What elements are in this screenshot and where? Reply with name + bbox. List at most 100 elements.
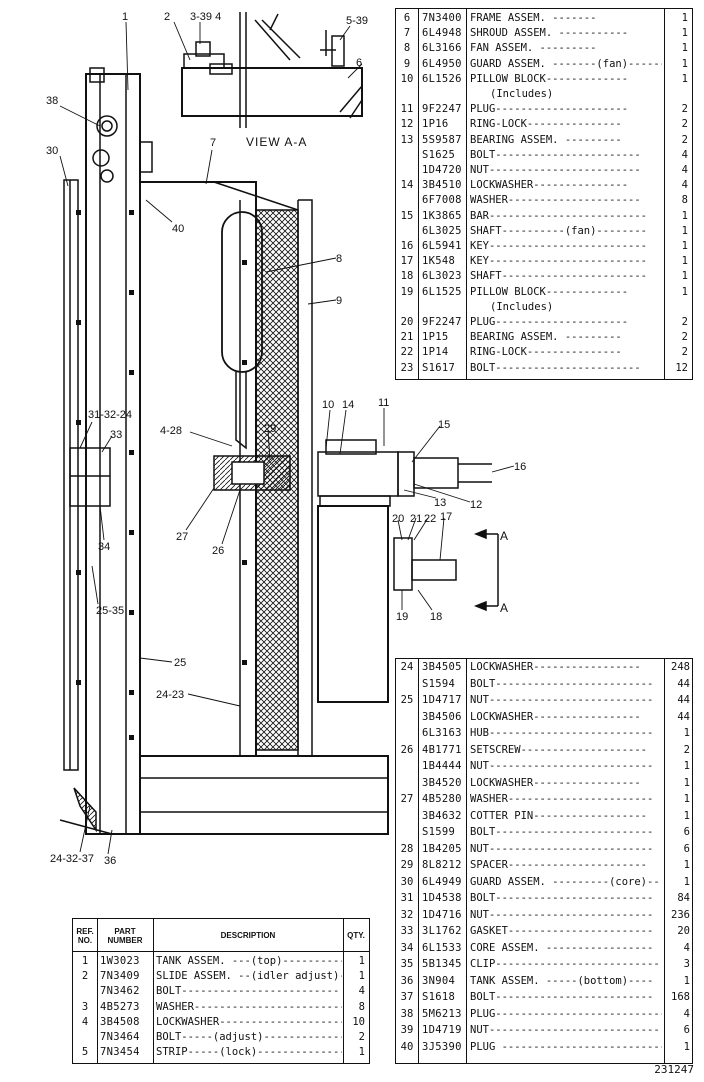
callout-16: 16	[514, 461, 526, 473]
cell-desc: COTTER PIN------------------	[470, 809, 648, 822]
cell-part: 4B5273	[100, 1000, 140, 1013]
callout-4-28: 4-28	[160, 425, 182, 437]
header-description: DESCRIPTION	[220, 931, 276, 940]
cell-part: 7N3409	[100, 970, 140, 983]
cell-part: S1594	[422, 677, 456, 690]
cell-ref: 31	[400, 892, 414, 904]
cell-desc: SETSCREW--------------------	[470, 743, 648, 756]
cell-desc: FRAME ASSEM. -------	[470, 12, 597, 24]
cell-part: 6L3023	[422, 270, 462, 283]
cell-ref: 37	[400, 991, 414, 1003]
cell-ref: 26	[400, 743, 414, 756]
cell-desc: LOCKWASHER------------------------	[156, 1015, 342, 1028]
cell-desc: (Includes)	[490, 300, 554, 313]
callout-5-39: 5-39	[346, 15, 368, 27]
cell-part: 3N904	[422, 974, 456, 987]
table-row: (Includes)	[396, 87, 692, 102]
cell-desc: WASHER-----------------------	[470, 793, 654, 805]
cell-qty: 2	[681, 346, 688, 359]
callout-18: 18	[430, 611, 442, 623]
callout-25-35: 25-35	[96, 605, 124, 617]
cell-part: 9F2247	[422, 103, 462, 116]
cell-desc: LOCKWASHER---------------	[470, 179, 629, 192]
cell-qty: 1	[681, 270, 688, 283]
pillow-block-assembly	[317, 439, 492, 703]
callout-3-39-4: 3-39 4	[190, 11, 221, 23]
cell-desc: PLUG --------------------------	[470, 1040, 662, 1053]
cell-ref: 33	[400, 925, 414, 937]
callout-29: 29	[264, 423, 276, 435]
cell-ref: 6	[403, 12, 411, 24]
callout-24-32-37: 24-32-37	[50, 853, 94, 865]
cell-part: 3B4505	[422, 661, 462, 673]
cell-desc: PILLOW BLOCK-------------	[470, 72, 629, 85]
cell-desc: BOLT-------------------------	[470, 991, 654, 1003]
callout-labels: 1 2 3-39 4 5-39 6 VIEW A-A 7 38 30 40 8 …	[46, 11, 526, 867]
cell-desc: GUARD ASSEM. ---------(core)--	[470, 875, 660, 888]
cell-qty: 1	[683, 776, 690, 789]
cell-desc: WASHER---------------------	[470, 194, 641, 207]
radiator-frame	[59, 67, 153, 835]
cell-qty: 1	[683, 875, 690, 888]
cell-desc: LOCKWASHER-----------------	[470, 776, 641, 789]
cell-qty: 1	[681, 72, 688, 85]
cell-part: 6F7008	[422, 194, 462, 207]
cell-qty: 1	[681, 240, 688, 252]
cell-ref: 8	[403, 42, 411, 55]
table-row: 43B4508LOCKWASHER-----------------------…	[73, 1015, 369, 1030]
cell-part: 1B4205	[422, 842, 462, 855]
cell-ref: 13	[400, 133, 414, 146]
cell-part: 6L4949	[422, 875, 462, 888]
cell-qty: 1	[681, 285, 688, 298]
cell-desc: CLIP--------------------------	[470, 958, 660, 970]
cell-desc: BOLT-------------------------	[470, 892, 654, 904]
cell-ref: 19	[400, 285, 414, 298]
cell-qty: 1	[358, 1046, 365, 1059]
cell-qty: 1	[681, 42, 688, 55]
cell-desc: PLUG---------------------	[470, 316, 629, 328]
cell-ref: 39	[400, 1024, 414, 1036]
cell-ref: 32	[400, 908, 414, 921]
cell-part: 6L3163	[422, 727, 462, 739]
cell-part: 1P16	[422, 118, 449, 131]
callout-26: 26	[212, 545, 224, 557]
cell-qty: 248	[671, 661, 690, 673]
cell-desc: LOCKWASHER-----------------	[470, 710, 641, 723]
cell-part: 3B4508	[100, 1015, 140, 1028]
cell-ref: 40	[400, 1040, 414, 1053]
callout-30: 30	[46, 145, 58, 157]
callout-40: 40	[172, 223, 184, 235]
cell-part: 1D4538	[422, 892, 462, 904]
cell-ref: 11	[400, 103, 414, 116]
callout-25: 25	[174, 657, 186, 669]
cell-part: 1D4720	[422, 164, 462, 176]
cell-desc: (Includes)	[490, 88, 554, 100]
cell-ref: 2	[81, 970, 89, 983]
cell-desc: TANK ASSEM. -----(bottom)----	[470, 974, 654, 987]
cell-part: 1D4716	[422, 908, 462, 921]
cell-desc: NUT--------------------------	[470, 842, 654, 855]
cell-qty: 1	[681, 224, 688, 237]
cell-desc: NUT--------------------------	[470, 694, 654, 706]
callout-15: 15	[438, 419, 450, 431]
callout-11: 11	[378, 397, 389, 409]
cell-desc: NUT---------------------------	[470, 1024, 660, 1036]
cell-desc: GUARD ASSEM. -------(fan)------	[470, 57, 662, 70]
cell-desc: SHAFT----------(fan)--------	[470, 224, 648, 237]
